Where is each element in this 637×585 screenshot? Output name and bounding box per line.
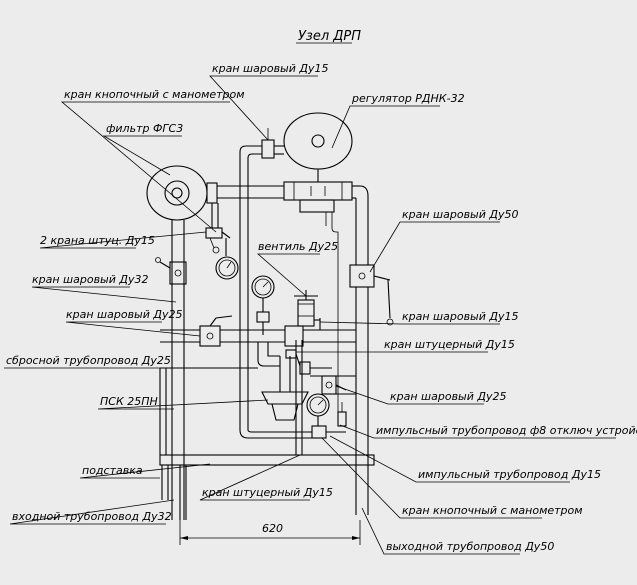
stand — [159, 340, 375, 520]
label-button-valve-bottom: кран кнопочный с манометром — [402, 504, 583, 517]
lower-line — [160, 315, 356, 347]
label-psk: ПСК 25ПН — [100, 395, 158, 408]
dimension-620: 620 — [179, 520, 361, 545]
leader-lines — [4, 75, 616, 555]
label-inlet-pipe: входной трубопровод Ду32 — [12, 510, 172, 523]
label-impulse-f8: импульсный трубопровод ф8 отключ устройс… — [376, 424, 637, 437]
two-fitting-valves — [205, 203, 231, 256]
impulse-line-regulator — [325, 212, 339, 420]
label-ball-valve-du15-top: кран шаровый Ду15 — [212, 62, 329, 75]
diagram-title: Узел ДРП — [298, 29, 361, 44]
label-impulse-du15: импульсный трубопровод Ду15 — [418, 468, 601, 481]
label-fitting-valve-bottom: кран штуцерный Ду15 — [202, 486, 333, 499]
regulator-rdnk32 — [283, 112, 353, 213]
label-two-valves: 2 крана штуц. Ду15 — [40, 234, 155, 247]
lower-return — [239, 429, 312, 439]
label-ball-valve-du15-right: кран шаровый Ду15 — [402, 310, 519, 323]
label-filter: фильтр ФГС3 — [106, 122, 183, 135]
filter-fgs3 — [146, 165, 218, 221]
inlet-riser — [155, 220, 187, 520]
outlet-riser — [349, 185, 394, 515]
manometer-1 — [215, 256, 239, 280]
label-outlet-pipe: выходной трубопровод Ду50 — [386, 540, 554, 553]
label-stand: подставка — [82, 464, 143, 477]
label-relief-line: сбросной трубопровод Ду25 — [6, 354, 171, 367]
manometer-2 — [251, 275, 275, 335]
inlet-line — [217, 185, 284, 199]
label-button-valve-top: кран кнопочный с манометром — [64, 88, 245, 101]
label-ball-valve-du50: кран шаровый Ду50 — [402, 208, 519, 221]
label-ventil: вентиль Ду25 — [258, 240, 338, 253]
label-ball-valve-du25-right: кран шаровый Ду25 — [390, 390, 507, 403]
dimension-label: 620 — [262, 522, 283, 535]
label-regulator: регулятор РДНК-32 — [351, 92, 465, 105]
label-ball-valve-du32: кран шаровый Ду32 — [32, 273, 149, 286]
label-ball-valve-du25-left: кран шаровый Ду25 — [66, 308, 183, 321]
label-fitting-valve-right: кран штуцерный Ду15 — [384, 338, 515, 351]
